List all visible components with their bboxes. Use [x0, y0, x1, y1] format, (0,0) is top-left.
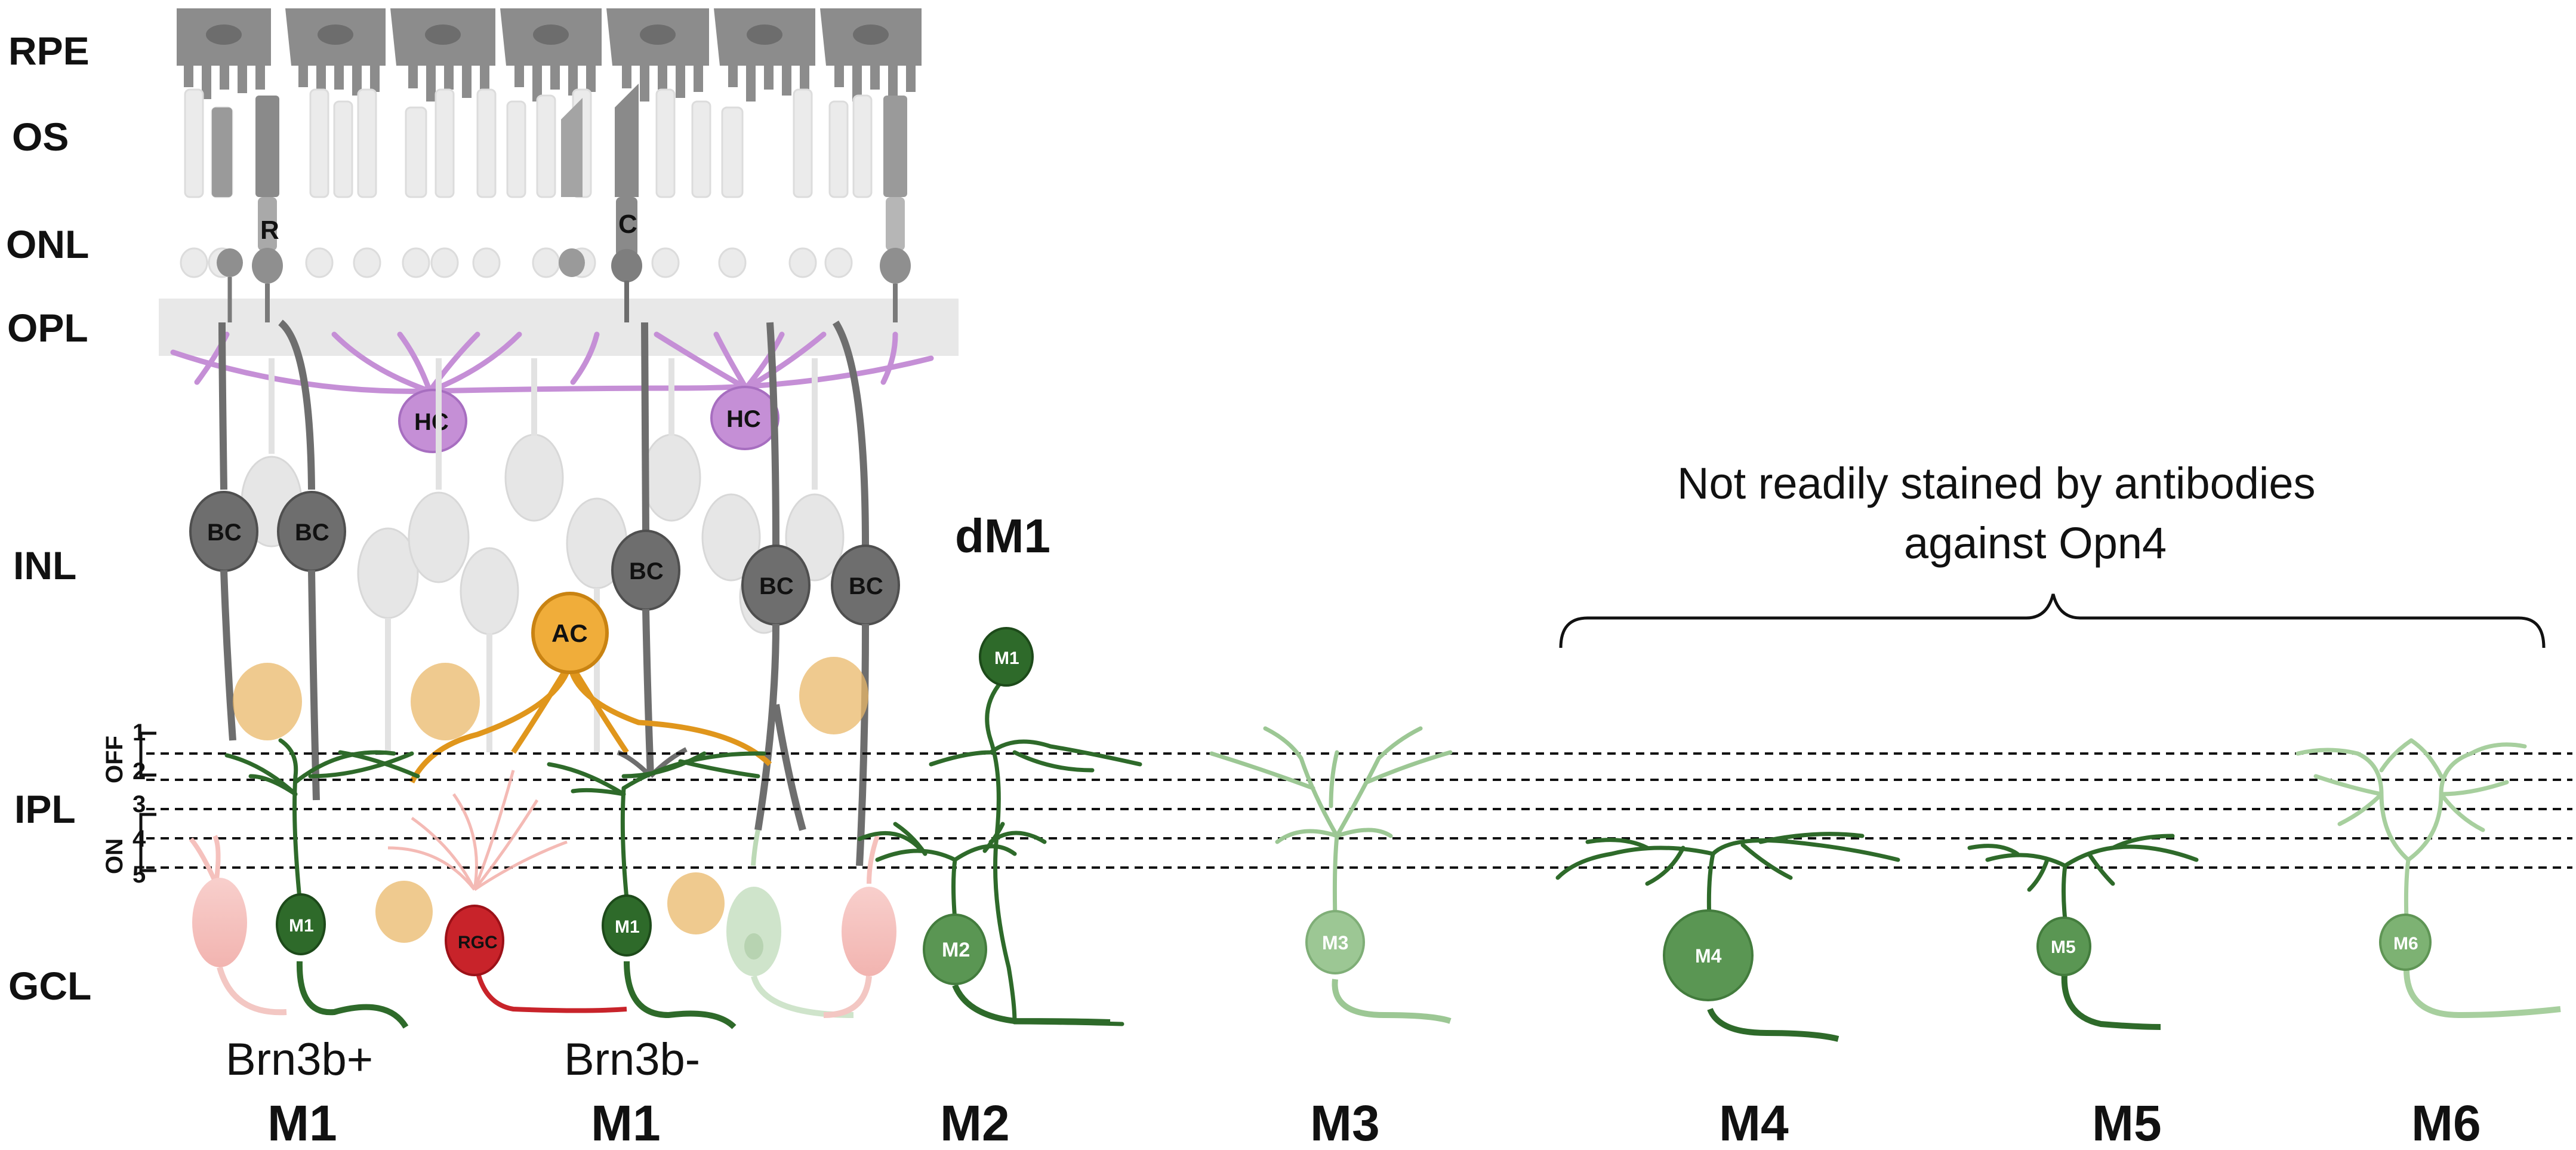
note-line-1: Not readily stained by antibodies	[1677, 459, 2316, 508]
m5-label: M5	[2051, 937, 2076, 957]
rpe-cell	[820, 8, 922, 102]
horizontal-cell: HC	[710, 386, 779, 450]
rpe-cell	[177, 8, 271, 99]
rpe-cell	[606, 8, 709, 102]
bipolar-cell-label: BC	[295, 519, 329, 546]
m2-cell: M2	[857, 822, 1111, 1025]
faded-pink-rgc	[189, 835, 287, 1016]
m4-label: M4	[1695, 945, 1722, 967]
horizontal-cell-label: HC	[414, 409, 449, 435]
dm1-title: dM1	[955, 509, 1050, 562]
bipolar-cell-label: BC	[207, 519, 242, 546]
rpe-cell	[285, 8, 386, 102]
bipolar-cell: BC	[831, 320, 900, 866]
m1-brn3b-neg-cell: M1	[547, 751, 766, 1029]
off-bracket	[139, 731, 156, 777]
m3-label: M3	[1322, 932, 1348, 954]
bipolar-cell: BC	[741, 322, 811, 831]
bipolar-cell-label: BC	[849, 573, 883, 599]
bipolar-cell-label: BC	[759, 573, 794, 599]
horizontal-cell-label: HC	[726, 406, 761, 432]
ipl-sublamina-3: 3	[133, 791, 146, 817]
note-not-stained: Not readily stained by antibodies agains…	[1559, 459, 2546, 648]
rod-photoreceptor	[880, 96, 911, 322]
photoreceptor-layer-faded	[180, 88, 873, 278]
bottom-labels: M1 M1 M2 M3 M4 M5 M6	[267, 1095, 2481, 1150]
rpe-layer	[177, 8, 922, 102]
m1-brn3b-pos-cell: M1	[224, 738, 420, 1029]
m6-label: M6	[2393, 934, 2418, 954]
rod-photoreceptor	[212, 107, 243, 322]
ipl-sublamina-1: 1	[133, 719, 146, 746]
layer-labels: RPE OS ONL OPL INL IPL GCL	[6, 29, 91, 1008]
bipolar-cell: BC	[611, 322, 688, 778]
rpe-cell	[390, 8, 495, 102]
ipl-markers: 1 2 3 4 5 OFF ON	[101, 719, 156, 888]
bipolar-cells: BC BC BC BC BC	[189, 319, 900, 866]
m4-cell: M4	[1555, 832, 1900, 1042]
faded-pink-rgc	[823, 835, 896, 1018]
bottom-label-m5: M5	[2092, 1095, 2162, 1150]
rgc-cell: RGC	[387, 770, 627, 1013]
photoreceptor-layer-highlighted: R C	[212, 84, 911, 322]
layer-label-rpe: RPE	[8, 29, 90, 73]
dm1-cell-label: M1	[994, 648, 1019, 668]
note-line-2: against Opn4	[1904, 518, 2167, 568]
cone-photoreceptor: C	[611, 84, 642, 322]
rgc-label: RGC	[458, 933, 498, 952]
amacrine-cell-label: AC	[551, 619, 588, 647]
bottom-label-m4: M4	[1719, 1095, 1789, 1150]
rpe-cell	[714, 8, 815, 102]
layer-label-inl: INL	[13, 543, 76, 588]
cone-photoreceptor	[559, 98, 585, 277]
bipolar-cell-label: BC	[629, 558, 664, 585]
m1-label: M1	[615, 917, 640, 937]
m3-cell: M3	[1209, 726, 1453, 1024]
bottom-label-m1-neg: M1	[591, 1095, 661, 1150]
ipl-sublamina-5: 5	[133, 862, 146, 888]
dm1-cell: M1 dM1	[929, 509, 1142, 1026]
amacrine-cells: AC	[233, 592, 868, 943]
m2-label: M2	[942, 939, 970, 961]
cone-label: C	[618, 210, 637, 239]
on-label: ON	[101, 838, 128, 874]
rpe-cell	[500, 8, 602, 102]
bottom-label-m6: M6	[2411, 1095, 2481, 1150]
layer-label-ipl: IPL	[14, 787, 76, 831]
bottom-label-m3: M3	[1310, 1095, 1380, 1150]
horizontal-cell: HC	[398, 389, 467, 453]
bottom-label-m1-pos: M1	[267, 1095, 337, 1150]
on-bracket	[139, 813, 156, 872]
subtype-labels: Brn3b+ Brn3b-	[226, 1034, 700, 1085]
layer-label-os: OS	[12, 115, 69, 159]
m1-label: M1	[289, 916, 314, 936]
gcl-faded-cells	[189, 829, 896, 1018]
amacrine-faded	[233, 657, 868, 943]
layer-label-opl: OPL	[7, 306, 88, 350]
brn3b-neg-label: Brn3b-	[564, 1034, 700, 1085]
ipl-sublamina-2: 2	[133, 758, 146, 785]
bipolar-cell: BC	[189, 322, 258, 741]
rod-label: R	[260, 216, 279, 245]
bottom-label-m2: M2	[940, 1095, 1010, 1150]
brn3b-pos-label: Brn3b+	[226, 1034, 373, 1085]
rod-photoreceptor: R	[252, 96, 283, 322]
layer-label-gcl: GCL	[8, 964, 91, 1008]
faded-green-rgc	[726, 829, 854, 1018]
ipl-sublamina-lines	[146, 752, 2572, 869]
off-label: OFF	[101, 736, 128, 783]
amacrine-cell: AC	[409, 592, 772, 784]
bipolar-cell: BC	[277, 319, 346, 801]
layer-label-onl: ONL	[6, 222, 89, 266]
m5-cell: M5	[1967, 834, 2199, 1030]
note-brace	[1559, 594, 2546, 648]
m6-cell: M6	[2295, 738, 2561, 1019]
